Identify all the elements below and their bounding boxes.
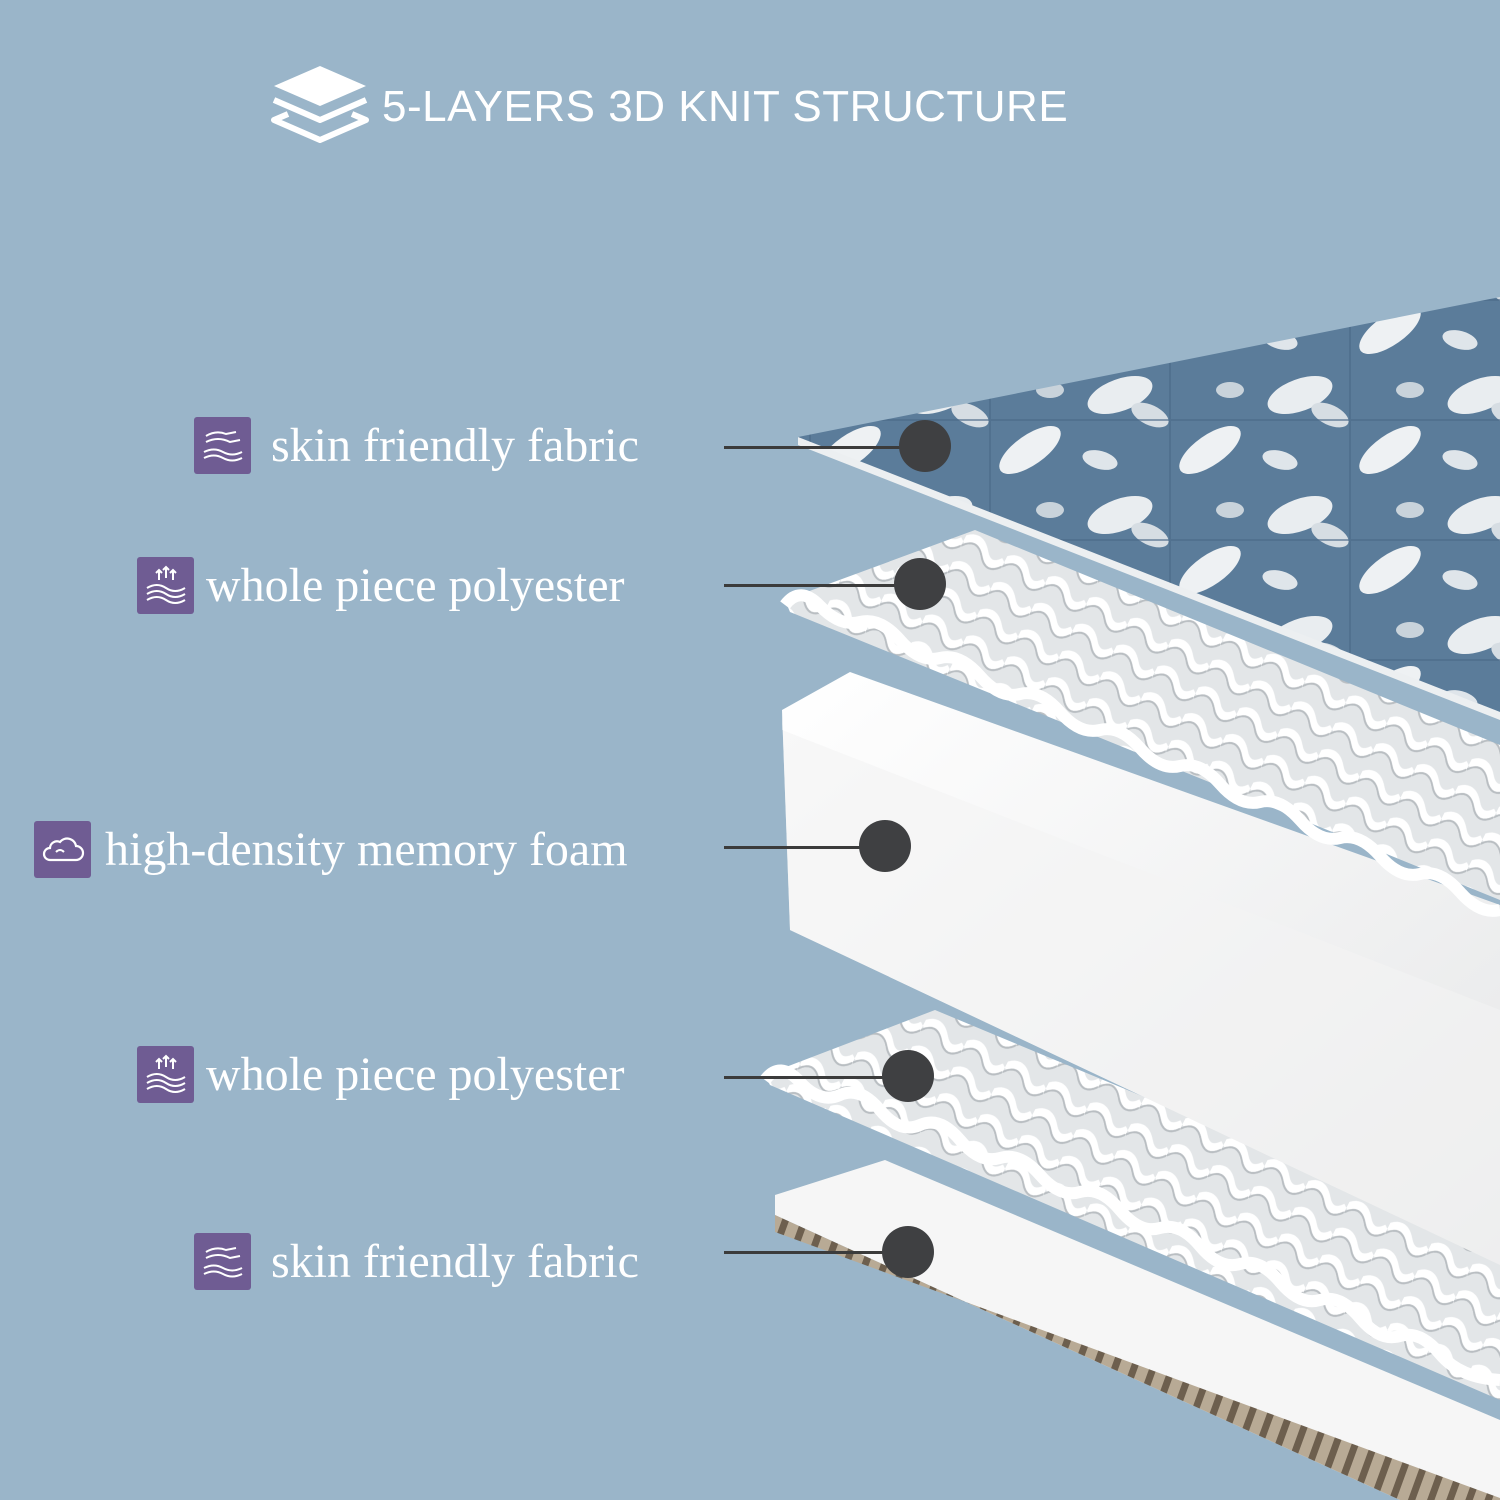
layer-label-1: skin friendly fabric bbox=[194, 415, 639, 475]
layer-text: whole piece polyester bbox=[206, 1047, 625, 1101]
layers-icon bbox=[271, 66, 369, 143]
cloud-icon bbox=[34, 820, 91, 878]
layer-text: skin friendly fabric bbox=[271, 418, 639, 472]
layer-label-3: high-density memory foam bbox=[34, 819, 628, 879]
header: 5-LAYERS 3D KNIT STRUCTURE bbox=[268, 62, 1068, 152]
layer-text: skin friendly fabric bbox=[271, 1234, 639, 1288]
layer-text: whole piece polyester bbox=[206, 558, 625, 612]
marker-dot bbox=[882, 1226, 934, 1278]
marker-dot bbox=[859, 820, 911, 872]
layer-label-2: whole piece polyester bbox=[137, 555, 625, 615]
breathable-waves-icon bbox=[137, 556, 194, 614]
layer-label-5: skin friendly fabric bbox=[194, 1231, 639, 1291]
marker-dot bbox=[894, 558, 946, 610]
leader-line bbox=[724, 584, 919, 587]
layer-label-4: whole piece polyester bbox=[137, 1044, 625, 1104]
leader-line bbox=[724, 1251, 909, 1254]
layer-text: high-density memory foam bbox=[105, 822, 628, 876]
marker-dot bbox=[899, 420, 951, 472]
hand-wave-icon bbox=[194, 1232, 251, 1290]
page-title: 5-LAYERS 3D KNIT STRUCTURE bbox=[382, 82, 1069, 131]
leader-line bbox=[724, 1076, 909, 1079]
leader-line bbox=[724, 846, 884, 849]
hand-wave-icon bbox=[194, 416, 251, 474]
leader-line bbox=[724, 446, 924, 449]
marker-dot bbox=[882, 1050, 934, 1102]
breathable-waves-icon bbox=[137, 1045, 194, 1103]
